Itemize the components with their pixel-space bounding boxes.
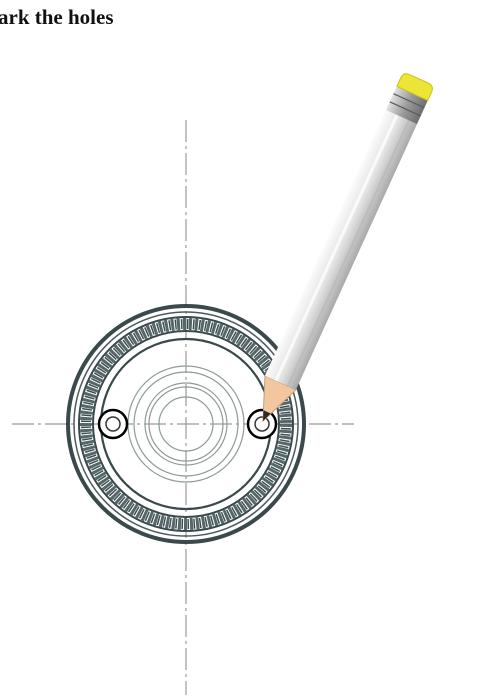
instruction-title: ark the holes xyxy=(0,5,114,29)
boss-ring-outer xyxy=(144,382,228,466)
hole-left xyxy=(105,416,121,432)
pencil-icon xyxy=(262,73,433,423)
boss-ring-inner xyxy=(148,386,224,462)
pencil-eraser xyxy=(396,73,433,102)
hole-mark-left xyxy=(97,408,129,440)
knurl-band-inner xyxy=(92,330,280,518)
pencil-lead xyxy=(263,410,271,421)
knurl-band xyxy=(80,318,292,530)
hole-mark-right xyxy=(246,408,278,440)
hole-marks xyxy=(97,408,278,440)
center-lines xyxy=(12,120,354,695)
bore xyxy=(158,396,214,452)
outer-ring-inner-edge xyxy=(73,311,299,537)
outer-ring xyxy=(66,304,306,544)
hub-ring-mid xyxy=(133,371,239,477)
hole-right xyxy=(254,416,270,432)
knurl-band-outer xyxy=(78,316,294,532)
